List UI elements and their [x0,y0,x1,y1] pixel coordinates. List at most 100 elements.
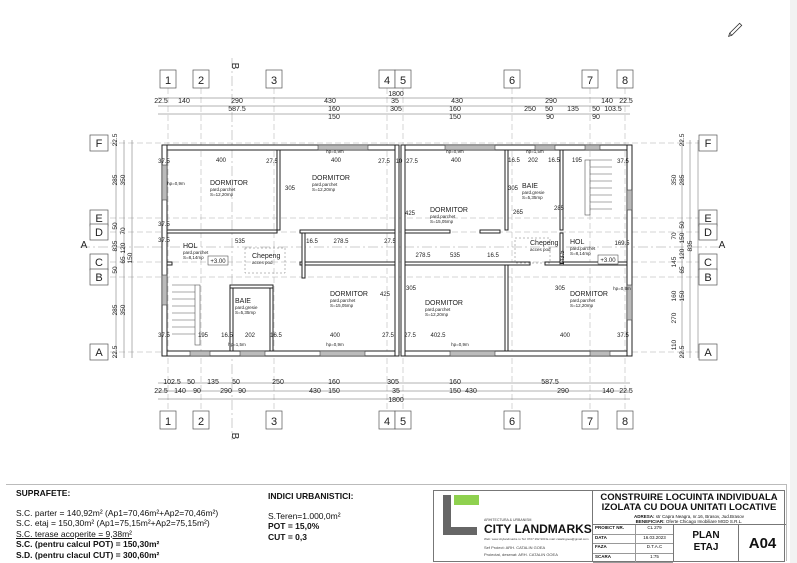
scrollbar[interactable] [790,0,797,563]
window [189,350,211,357]
room-floor: pard.parchet [312,182,338,187]
dimension-label: 70 [671,232,678,240]
dimension-label: 37.5 [158,333,170,339]
room-floor: acces pod [252,260,273,265]
wall [299,229,396,234]
window [161,164,168,201]
room-name: BAIE [522,183,538,190]
axis-bubble [89,134,109,152]
axis-label: 7 [587,416,593,428]
axis-label: F [96,138,103,150]
dimension-label: 202 [245,333,256,339]
axis-label: 2 [198,75,204,87]
axis-label: B [704,272,711,284]
room-name: DORMITOR [330,291,368,298]
dimension-label: 50 [112,222,119,230]
dimension-label: 430 [451,98,463,105]
dimension-label: 290 [231,98,243,105]
dimension-label: 430 [324,98,336,105]
dimension-label: 37.5 [617,159,629,165]
meta-key: DATA [595,534,607,540]
wall [559,232,564,264]
axis-label: 1 [165,416,171,428]
dimension-label: 285 [112,304,119,315]
area-line: S.C. parter = 140,92m² (Ap1=70,46m²+Ap2=… [16,507,219,518]
window-height: hp=0,9m [446,149,464,154]
axis-label: 1 [165,75,171,87]
level-box [207,255,229,266]
axis-bubble [698,134,718,152]
axis-label: D [95,227,103,239]
level-mark: +3.00 [210,259,226,265]
axis-label: D [704,227,712,239]
sheet-name: PLAN ETAJ [673,524,738,561]
dimension-label: 305 [508,186,519,192]
dimension-label: 587.5 [541,379,559,386]
axis-label: 8 [622,416,628,428]
window [239,350,266,357]
dimension-label: 305 [387,379,399,386]
dimension-label: 290 [557,388,569,395]
room-name: HOL [570,239,585,246]
dimension-label: 150 [679,232,686,243]
dimension-label: 402.5 [430,333,446,339]
wall [504,264,509,352]
meta-key: PROIECT NR. [595,525,625,530]
dimension-label: 535 [235,239,246,245]
dimension-label: 65 [120,256,127,264]
room-floor: pard.parchet [330,298,356,303]
walls [161,144,633,357]
window-height: hp=0,9m [613,286,631,291]
wall [161,144,168,357]
axis-label: 5 [400,75,406,87]
wall [400,144,406,357]
dimension-label: 50 [592,106,600,113]
dimension-label: 425 [380,292,391,298]
axis-bubble [698,268,718,286]
room-name: DORMITOR [570,291,608,298]
dimension-label: 140 [178,98,190,105]
dimension-label: 160 [671,290,678,301]
wall [276,149,281,231]
dimension-label: 140 [601,98,613,105]
meta-key: FAZA [595,544,607,549]
window [161,274,168,306]
axis-bubble [503,69,521,89]
dimension-label: 135 [567,106,579,113]
dimension-label: 195 [572,158,583,164]
project-address: ADRESA: str Capra Neagra, nr.16, Brasov,… [593,514,785,524]
wall [559,149,564,231]
project-title-line: IZOLATA CU DOUA UNITATI LOCATIVE [601,502,777,513]
dimension-label: 90 [592,114,600,121]
dimension-label: 250 [272,379,284,386]
areas-summary: SUPRAFETE: S.C. parter = 140,92m² (Ap1=7… [16,488,218,560]
dimension-label: 90 [193,388,201,395]
axis-label: 8 [622,75,628,87]
dimension-label: 10 [396,159,403,165]
dimension-label: 835 [687,240,694,251]
room-name: HOL [183,243,198,250]
dimension-label: 110 [671,339,678,350]
meta-value: 1:75 [635,553,673,562]
dimension-label: 16.5 [306,239,318,245]
room-name: DORMITOR [210,180,248,187]
dimension-label: 103.5 [604,106,622,113]
area-line: S.C. terase acoperite = 9,38m² [16,528,132,539]
dimension-label: 400 [451,158,462,164]
dimension-label: 430 [465,388,477,395]
dimension-label: 27.5 [378,159,390,165]
chief-architect: Sef Proiect: ARH. CATALIN GOEA [484,545,546,550]
grid-lines [80,58,720,440]
dimension-label: 400 [216,158,227,164]
axis-bubble [394,69,412,89]
sheet-name-line: ETAJ [693,542,719,553]
firm-name: CITY LANDMARKS [484,522,592,536]
window-height: hp=0,9m [451,342,469,347]
dimension-label: 160 [449,106,461,113]
title-block: ARHITECTURA & URBANISM CITY LANDMARKS We… [433,490,786,563]
dimension-label: 160 [449,379,461,386]
client-value: Oferte Chicago Imobiliare MGD S.R.L. [665,519,743,524]
dimension-label: 400 [560,333,571,339]
